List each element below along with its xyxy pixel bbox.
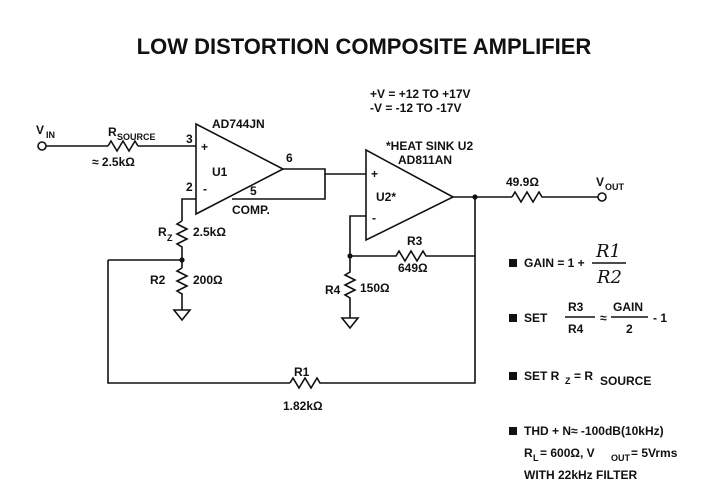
resistor-rz: R Z 2.5kΩ [158,220,226,260]
resistor-rout: 49.9Ω [506,175,539,189]
u1-pin3: 3 [186,132,193,146]
page-title: LOW DISTORTION COMPOSITE AMPLIFIER [137,34,592,59]
r1-name: R1 [294,365,310,379]
u2-plus: + [371,167,378,181]
wire-u1-inverting [181,198,196,221]
setrz-d: SOURCE [600,374,651,388]
filter-text: WITH 22kHz FILTER [524,468,637,482]
resistor-r4: R4 150Ω [325,256,390,318]
rsource-label-sub: SOURCE [117,132,156,142]
u1-minus: - [203,182,207,196]
u2-label: U2* [376,190,396,204]
u1-label: U1 [212,165,228,179]
u1-pin6: 6 [286,151,293,165]
supply-positive: +V = +12 TO +17V [370,87,471,101]
u1-pin5: 5 [250,184,257,198]
supply-negative: -V = -12 TO -17V [370,101,461,115]
rl-c: = 600Ω, V [540,446,595,460]
rl-e: = 5Vrms [631,446,678,460]
rl-a: R [524,446,533,460]
note-set-rz: SET R Z = R SOURCE [509,369,651,388]
set-minus-one: - 1 [653,311,667,325]
set-denominator: R4 [568,322,584,336]
bullet-square [509,372,517,380]
input-label-sub: IN [46,130,55,140]
thd-text: THD + N≈ -100dB(10kHz) [524,424,664,438]
r4-value: 150Ω [360,281,390,295]
wire-output [453,190,598,204]
resistor-r1: R1 1.82kΩ [283,197,476,413]
gain-denominator: R2 [596,267,622,288]
rsource-label: R [108,125,117,139]
note-gain: GAIN = 1 + R1 R2 [509,241,626,288]
rz-label-sub: Z [167,233,173,243]
output-label-sub: OUT [605,182,625,192]
wire-u2-inverting [347,215,366,259]
setrz-b: Z [565,376,571,386]
r3-value: 649Ω [398,261,428,275]
rl-b: L [533,453,539,463]
r1-value: 1.82kΩ [283,399,323,413]
ground-r4 [340,317,360,330]
u1-plus: + [201,140,208,154]
u1-comp: COMP. [232,203,270,217]
rz-label: R [158,225,167,239]
opamp-u1: + - U1 AD744JN 3 2 6 5 COMP. [186,117,293,217]
input-label: V [36,123,44,137]
gain-label: GAIN = 1 + [524,256,585,270]
rz-value: 2.5kΩ [193,225,226,239]
set-label: SET [524,311,548,325]
set-gain: GAIN [613,300,643,314]
setrz-c: = R [574,369,593,383]
bullet-square [509,259,517,267]
u1-pin2: 2 [186,180,193,194]
bullet-square [509,427,517,435]
r2-name: R2 [150,273,166,287]
rout-value: 49.9Ω [506,175,539,189]
output-terminal: V OUT [596,175,625,202]
ground-r2 [172,309,192,322]
set-approx: ≈ [600,311,607,325]
wire-input [46,139,196,153]
rl-d: OUT [611,453,631,463]
note-set-ratio: SET R3 R4 ≈ GAIN 2 - 1 [509,300,667,336]
set-two: 2 [626,322,633,336]
r4-name: R4 [325,283,341,297]
u1-part: AD744JN [212,117,265,131]
node-feedback-junction [107,257,290,384]
resistor-rsource: R SOURCE ≈ 2.5kΩ [92,125,156,169]
u2-part: AD811AN [398,153,452,167]
rsource-value: ≈ 2.5kΩ [92,155,135,169]
wire-u1-u2 [232,168,366,200]
set-numerator: R3 [568,300,584,314]
resistor-r2: R2 200Ω [150,267,223,310]
u2-heatsink-note: *HEAT SINK U2 [386,139,473,153]
gain-numerator: R1 [595,241,621,262]
bullet-square [509,314,517,322]
output-label: V [596,175,604,189]
resistor-r3: R3 649Ω [350,234,475,275]
note-thd: THD + N≈ -100dB(10kHz) R L = 600Ω, V OUT… [509,424,678,482]
r3-name: R3 [407,234,423,248]
u2-minus: - [372,211,376,225]
opamp-u2: + - U2* *HEAT SINK U2 AD811AN [365,139,473,242]
r2-value: 200Ω [193,273,223,287]
setrz-a: SET R [524,369,560,383]
